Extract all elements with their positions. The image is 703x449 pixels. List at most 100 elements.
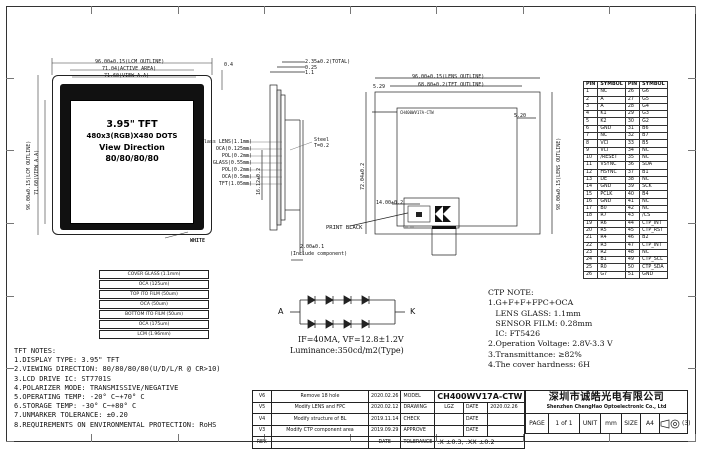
- rev-id: V6: [252, 390, 272, 403]
- rev-desc: Remove 18 hole: [271, 390, 369, 403]
- view-direction-label: View Direction: [99, 143, 165, 152]
- side-layer: OCA(0.125mm): [215, 146, 252, 152]
- check-label: CHECK: [400, 413, 436, 426]
- tft-note-item: 6.STORAGE TEMP: -30° C~+80° C: [14, 402, 137, 411]
- back-dim-bottom: 14.00±0.2: [376, 200, 404, 206]
- steel-thickness: T=0.2: [314, 143, 330, 149]
- date-header: DATE: [367, 436, 402, 449]
- projection-label: (3): [682, 420, 691, 427]
- ruler-top: [6, 6, 696, 14]
- tft-note-item: 8.REQUIREMENTS ON ENVIRONMENTAL PROTECTI…: [14, 420, 217, 429]
- pin-number: 49: [624, 256, 641, 265]
- rev-date: 2020.02.26: [367, 390, 402, 403]
- size-label: SIZE: [622, 414, 641, 433]
- ruler-left: [6, 6, 14, 443]
- part-number: CH400WV17A-CTW: [434, 390, 526, 403]
- date-label: DATE: [462, 424, 489, 437]
- steel-label: Steel: [314, 137, 330, 143]
- ctp-note-item: IC: FT5426: [488, 329, 541, 339]
- approve-value: [434, 424, 464, 437]
- rev-desc: Modify structure of BL: [271, 413, 369, 426]
- revision-row: V5 Modify LENS and FPC 2020.02.12 DRAWIN…: [252, 401, 526, 414]
- tft-note-item: 1.DISPLAY TYPE: 3.95" TFT: [14, 356, 120, 365]
- revision-row: V3 Modify CTP component area 2019.09.29 …: [252, 424, 526, 437]
- side-layer: TFT(1.05mm): [218, 181, 252, 187]
- tft-note-item: 4.POLARIZER MODE: TRANSMISSIVE/NEGATIVE: [14, 383, 179, 392]
- ctp-notes-title: CTP NOTE:: [488, 288, 534, 297]
- side-layer: OCA(0.5mm): [221, 174, 252, 180]
- view-direction-value: 80/80/80/80: [105, 154, 159, 163]
- pin-number: 26: [582, 270, 599, 280]
- led-spec-current: IF=40MA, VF=12.8±1.2V: [298, 335, 404, 344]
- page-info-block: PAGE 1 of 1 UNIT mm SIZE A4 (3): [525, 414, 691, 434]
- fpc-thickness: 2.00±0.1: [300, 244, 325, 250]
- revision-title-block: V6 Remove 18 hole 2020.02.26 MODEL CH400…: [252, 390, 526, 449]
- ctp-note-item: LENS GLASS: 1.1mm: [488, 308, 581, 318]
- rev-id: V4: [252, 413, 272, 426]
- stackup-layer: OCA (50um): [99, 300, 209, 309]
- tolerance-label: TOLERANCE: [400, 436, 436, 449]
- tft-notes: TFT NOTES: 1.DISPLAY TYPE: 3.95" TFT 2.V…: [14, 347, 221, 430]
- led-spec-luminance: Luminance:350cd/m2(Type): [290, 346, 404, 355]
- size-value: A4: [641, 414, 660, 433]
- rev-id: V5: [252, 401, 272, 414]
- ctp-note-item: 2.Operation Voltage: 2.8V-3.3 V: [488, 339, 613, 349]
- pin-symbol: GND: [639, 270, 668, 280]
- lcm-front-outline: [52, 75, 212, 235]
- side-layer: Glass LENS(1.1mm): [200, 139, 252, 145]
- unit-label: UNIT: [580, 414, 601, 433]
- revision-row: V6 Remove 18 hole 2020.02.26 MODEL CH400…: [252, 390, 526, 403]
- side-dim-2: 0.25: [305, 65, 318, 71]
- rev-date: 2019.09.29: [367, 424, 402, 437]
- projection-symbol-icon: [660, 419, 680, 428]
- projection-block: (3): [660, 414, 691, 433]
- front-dim-gap: 0.4: [224, 62, 234, 68]
- side-layer: POL(0.2mm): [221, 167, 252, 173]
- fpc-note: (Include component): [290, 251, 348, 257]
- stackup-layer: TOP ITO FILM (50um): [99, 290, 209, 299]
- ctp-note-item: 1.G+F+F+FPC+OCA: [488, 298, 574, 308]
- rev-desc: Modify LENS and FPC: [271, 401, 369, 414]
- revision-row: V4 Modify structure of BL 2019.11.14 CHE…: [252, 413, 526, 426]
- page-value: 1 of 1: [549, 414, 580, 433]
- lcm-front-label: 3.95" TFT 480x3(RGB)X480 DOTS View Direc…: [70, 118, 194, 164]
- pin-symbol: CTP_SDA: [639, 263, 668, 272]
- date-label: DATE: [462, 401, 489, 414]
- approve-label: APPROVE: [400, 424, 436, 437]
- back-dim-right: 5.20: [514, 113, 527, 119]
- pin-number: 50: [624, 263, 641, 272]
- stackup-layer: LCM (1.96mm): [99, 330, 209, 339]
- front-dim-active-area: 71.04(ACTIVE AREA): [102, 66, 157, 72]
- tft-note-item: 2.VIEWING DIRECTION: 80/80/80/80(U/D/L/R…: [14, 365, 221, 374]
- pin-symbol: NC: [639, 248, 668, 258]
- ctp-note-item: SENSOR FILM: 0.28mm: [488, 318, 593, 328]
- page-label: PAGE: [526, 414, 549, 433]
- tft-note-item: 5.OPERATING TEMP: -20° C~+70° C: [14, 393, 145, 402]
- ctp-notes: CTP NOTE: 1.G+F+F+FPC+OCA LENS GLASS: 1.…: [488, 288, 613, 370]
- stackup-layer: OCA (125um): [99, 280, 209, 289]
- pin-number: 23: [582, 248, 599, 258]
- revision-footer-row: REV. DATE TOLERANCE .X ±0.3, .XX ±0.2: [252, 436, 526, 449]
- stackup-layer: COVER GLASS (1.1mm): [99, 270, 209, 279]
- pin-number: 48: [624, 248, 641, 258]
- back-dim-left: 5.29: [373, 84, 386, 90]
- rev-header: REV.: [252, 436, 272, 449]
- check-value: [434, 413, 464, 426]
- white-label: WHITE: [190, 238, 206, 244]
- back-part-label: CH400WV17A-CTW: [400, 110, 434, 115]
- rev-date: 2020.02.12: [367, 401, 402, 414]
- pin-number: 51: [624, 270, 641, 280]
- tft-note-item: 3.LCD DRIVE IC: ST7701S: [14, 374, 111, 383]
- pin-number: 24: [582, 256, 599, 265]
- date-label: DATE: [462, 413, 489, 426]
- ruler-right: [688, 6, 696, 443]
